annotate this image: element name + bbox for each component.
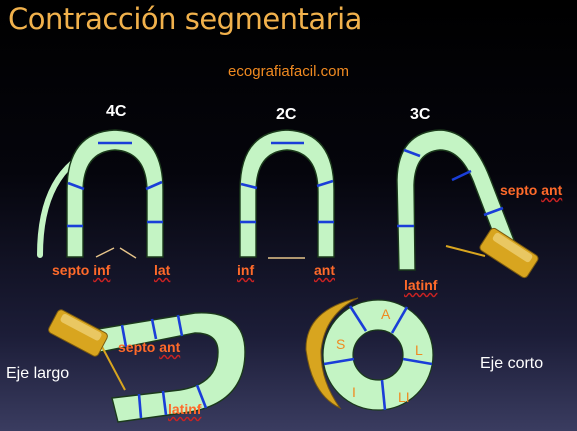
three-chamber-septo-ant-label: septo ant (500, 182, 563, 198)
long-axis-latinf-label: latinf (168, 401, 202, 417)
long-axis-view (48, 309, 246, 423)
two-chamber-inf-label: inf (237, 262, 255, 278)
eje-largo-label: Eje largo (6, 365, 70, 382)
ring-segment-i: I (352, 384, 356, 400)
ring-segment-s: S (336, 336, 346, 352)
four-chamber-lat-label: lat (154, 262, 171, 278)
four-chamber-segment-dividers (67, 141, 163, 228)
two-chamber-segment-dividers (240, 141, 334, 224)
three-chamber-beam-line (445, 245, 486, 257)
ring-segment-l: L (415, 342, 423, 358)
three-chamber-transducer (479, 227, 539, 279)
long-axis-myocardium (91, 312, 246, 423)
eje-corto-label: Eje corto (480, 355, 544, 372)
short-axis-ring (323, 300, 433, 410)
long-axis-transducer (48, 309, 108, 357)
four-chamber-valve-lines (95, 247, 137, 259)
four-chamber-myocardium (66, 129, 164, 258)
short-axis-crescent (305, 297, 359, 410)
two-chamber-ant-label: ant (314, 262, 335, 278)
long-axis-beam-line (99, 342, 126, 391)
four-chamber-septo-word: septo (52, 262, 90, 278)
four-chamber-septo-inf-label: septo inf (52, 263, 110, 277)
website-credit: ecografiafacil.com (228, 63, 349, 80)
short-axis-view (305, 297, 434, 411)
three-chamber-view (396, 129, 539, 279)
short-axis-segment-dividers (323, 305, 433, 411)
ring-segment-li: LI (398, 389, 410, 405)
two-chamber-myocardium (239, 129, 335, 258)
view-2c-label: 2C (276, 106, 297, 123)
four-chamber-inf-word: inf (93, 262, 111, 278)
three-chamber-latinf-label: latinf (404, 277, 438, 293)
long-axis-segment-dividers (120, 314, 208, 419)
slide-title: Contracción segmentaria (8, 2, 362, 36)
three-chamber-segment-dividers (397, 148, 504, 228)
four-chamber-view (37, 129, 164, 259)
view-4c-label: 4C (106, 103, 127, 120)
two-chamber-view (239, 129, 335, 259)
long-axis-septo-ant-label: septo ant (118, 339, 181, 355)
view-3c-label: 3C (410, 106, 431, 123)
ring-segment-a: A (381, 306, 391, 322)
